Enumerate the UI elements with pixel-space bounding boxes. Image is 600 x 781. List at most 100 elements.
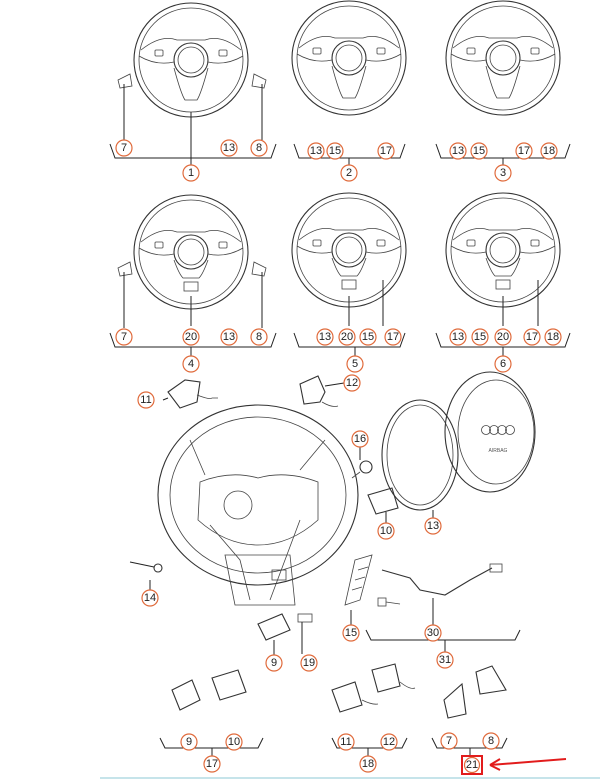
- svg-text:13: 13: [452, 145, 464, 157]
- svg-text:13: 13: [427, 520, 439, 532]
- callout-20[interactable]: 20: [338, 328, 356, 346]
- callout-7[interactable]: 7: [440, 732, 458, 750]
- svg-text:12: 12: [346, 377, 358, 389]
- callout-15[interactable]: 15: [326, 142, 344, 160]
- svg-text:5: 5: [352, 358, 358, 370]
- callout-9[interactable]: 9: [180, 733, 198, 751]
- callout-17[interactable]: 17: [377, 142, 395, 160]
- callout-1[interactable]: 1: [182, 164, 200, 182]
- callout-13[interactable]: 13: [220, 139, 238, 157]
- wire-harness-15: [344, 554, 373, 606]
- callout-19[interactable]: 19: [300, 654, 318, 672]
- callout-8[interactable]: 8: [250, 328, 268, 346]
- switch-pair-17: [171, 669, 247, 711]
- svg-text:7: 7: [446, 735, 452, 747]
- callout-18[interactable]: 18: [540, 142, 558, 160]
- callout-13[interactable]: 13: [449, 142, 467, 160]
- callout-17[interactable]: 17: [515, 142, 533, 160]
- callout-10[interactable]: 10: [377, 522, 395, 540]
- svg-text:20: 20: [341, 331, 353, 343]
- svg-text:17: 17: [387, 331, 399, 343]
- callout-31[interactable]: 31: [436, 651, 454, 669]
- svg-text:18: 18: [362, 758, 374, 770]
- part-19: [297, 613, 313, 623]
- steering-wheel-variant-1: [117, 2, 267, 118]
- svg-text:9: 9: [271, 657, 277, 669]
- callout-11[interactable]: 11: [337, 733, 355, 751]
- svg-text:13: 13: [223, 331, 235, 343]
- svg-text:10: 10: [380, 525, 392, 537]
- callout-14[interactable]: 14: [141, 589, 159, 607]
- callout-12[interactable]: 12: [380, 733, 398, 751]
- svg-text:1: 1: [188, 167, 194, 179]
- callout-15[interactable]: 15: [342, 624, 360, 642]
- main-steering-wheel: [157, 404, 359, 606]
- svg-text:18: 18: [543, 145, 555, 157]
- callout-13[interactable]: 13: [449, 328, 467, 346]
- switch-module-right: [299, 375, 339, 407]
- callout-17[interactable]: 17: [203, 755, 221, 773]
- callout-10[interactable]: 10: [225, 733, 243, 751]
- callout-17[interactable]: 17: [384, 328, 402, 346]
- svg-text:4: 4: [188, 358, 194, 370]
- callout-15[interactable]: 15: [470, 142, 488, 160]
- svg-text:13: 13: [452, 331, 464, 343]
- callout-13[interactable]: 13: [424, 517, 442, 535]
- callout-11[interactable]: 11: [137, 391, 155, 409]
- svg-text:14: 14: [144, 592, 156, 604]
- switch-pair-18: [331, 663, 416, 713]
- callout-4[interactable]: 4: [182, 355, 200, 373]
- svg-text:12: 12: [383, 736, 395, 748]
- callouts: 7 13 8 1 13 15 17 2 13 15 17 18 3 7 20 1…: [115, 139, 562, 775]
- callout-17[interactable]: 17: [523, 328, 541, 346]
- highlight-arrow: [489, 758, 567, 766]
- steering-wheel-variant-3: [445, 0, 561, 116]
- callout-30[interactable]: 30: [424, 624, 442, 642]
- svg-text:8: 8: [256, 142, 262, 154]
- callout-20[interactable]: 20: [182, 328, 200, 346]
- svg-text:17: 17: [380, 145, 392, 157]
- svg-text:8: 8: [488, 735, 494, 747]
- svg-text:16: 16: [354, 433, 366, 445]
- svg-text:15: 15: [474, 331, 486, 343]
- callout-12[interactable]: 12: [343, 374, 361, 392]
- svg-text:2: 2: [346, 167, 352, 179]
- callout-8[interactable]: 8: [482, 732, 500, 750]
- callout-6[interactable]: 6: [494, 355, 512, 373]
- svg-text:3: 3: [500, 167, 506, 179]
- steering-wheel-variant-6: [445, 192, 561, 308]
- steering-wheel-variant-5: [291, 192, 407, 308]
- callout-15[interactable]: 15: [359, 328, 377, 346]
- svg-text:11: 11: [140, 394, 151, 406]
- callout-5[interactable]: 5: [346, 355, 364, 373]
- callout-16[interactable]: 16: [351, 430, 369, 448]
- callout-2[interactable]: 2: [340, 164, 358, 182]
- svg-text:20: 20: [185, 331, 197, 343]
- svg-text:17: 17: [518, 145, 530, 157]
- callout-15[interactable]: 15: [471, 328, 489, 346]
- svg-text:30: 30: [427, 627, 439, 639]
- svg-text:8: 8: [256, 331, 262, 343]
- svg-text:6: 6: [500, 358, 506, 370]
- svg-text:21: 21: [466, 759, 478, 771]
- callout-13[interactable]: 13: [220, 328, 238, 346]
- svg-text:18: 18: [547, 331, 559, 343]
- callout-3[interactable]: 3: [494, 164, 512, 182]
- airbag-logo-text: AIRBAG: [489, 448, 508, 454]
- callout-20[interactable]: 20: [494, 328, 512, 346]
- callout-21-highlighted[interactable]: 21: [461, 755, 483, 775]
- callout-18[interactable]: 18: [359, 755, 377, 773]
- airbag-unit: AIRBAG: [381, 371, 536, 511]
- callout-7[interactable]: 7: [115, 328, 133, 346]
- svg-text:15: 15: [473, 145, 485, 157]
- callout-9[interactable]: 9: [265, 654, 283, 672]
- svg-text:15: 15: [329, 145, 341, 157]
- callout-18[interactable]: 18: [544, 328, 562, 346]
- callout-13[interactable]: 13: [316, 328, 334, 346]
- svg-text:20: 20: [497, 331, 509, 343]
- callout-8[interactable]: 8: [250, 139, 268, 157]
- callout-13[interactable]: 13: [307, 142, 325, 160]
- callout-7[interactable]: 7: [115, 139, 133, 157]
- svg-text:17: 17: [206, 758, 218, 770]
